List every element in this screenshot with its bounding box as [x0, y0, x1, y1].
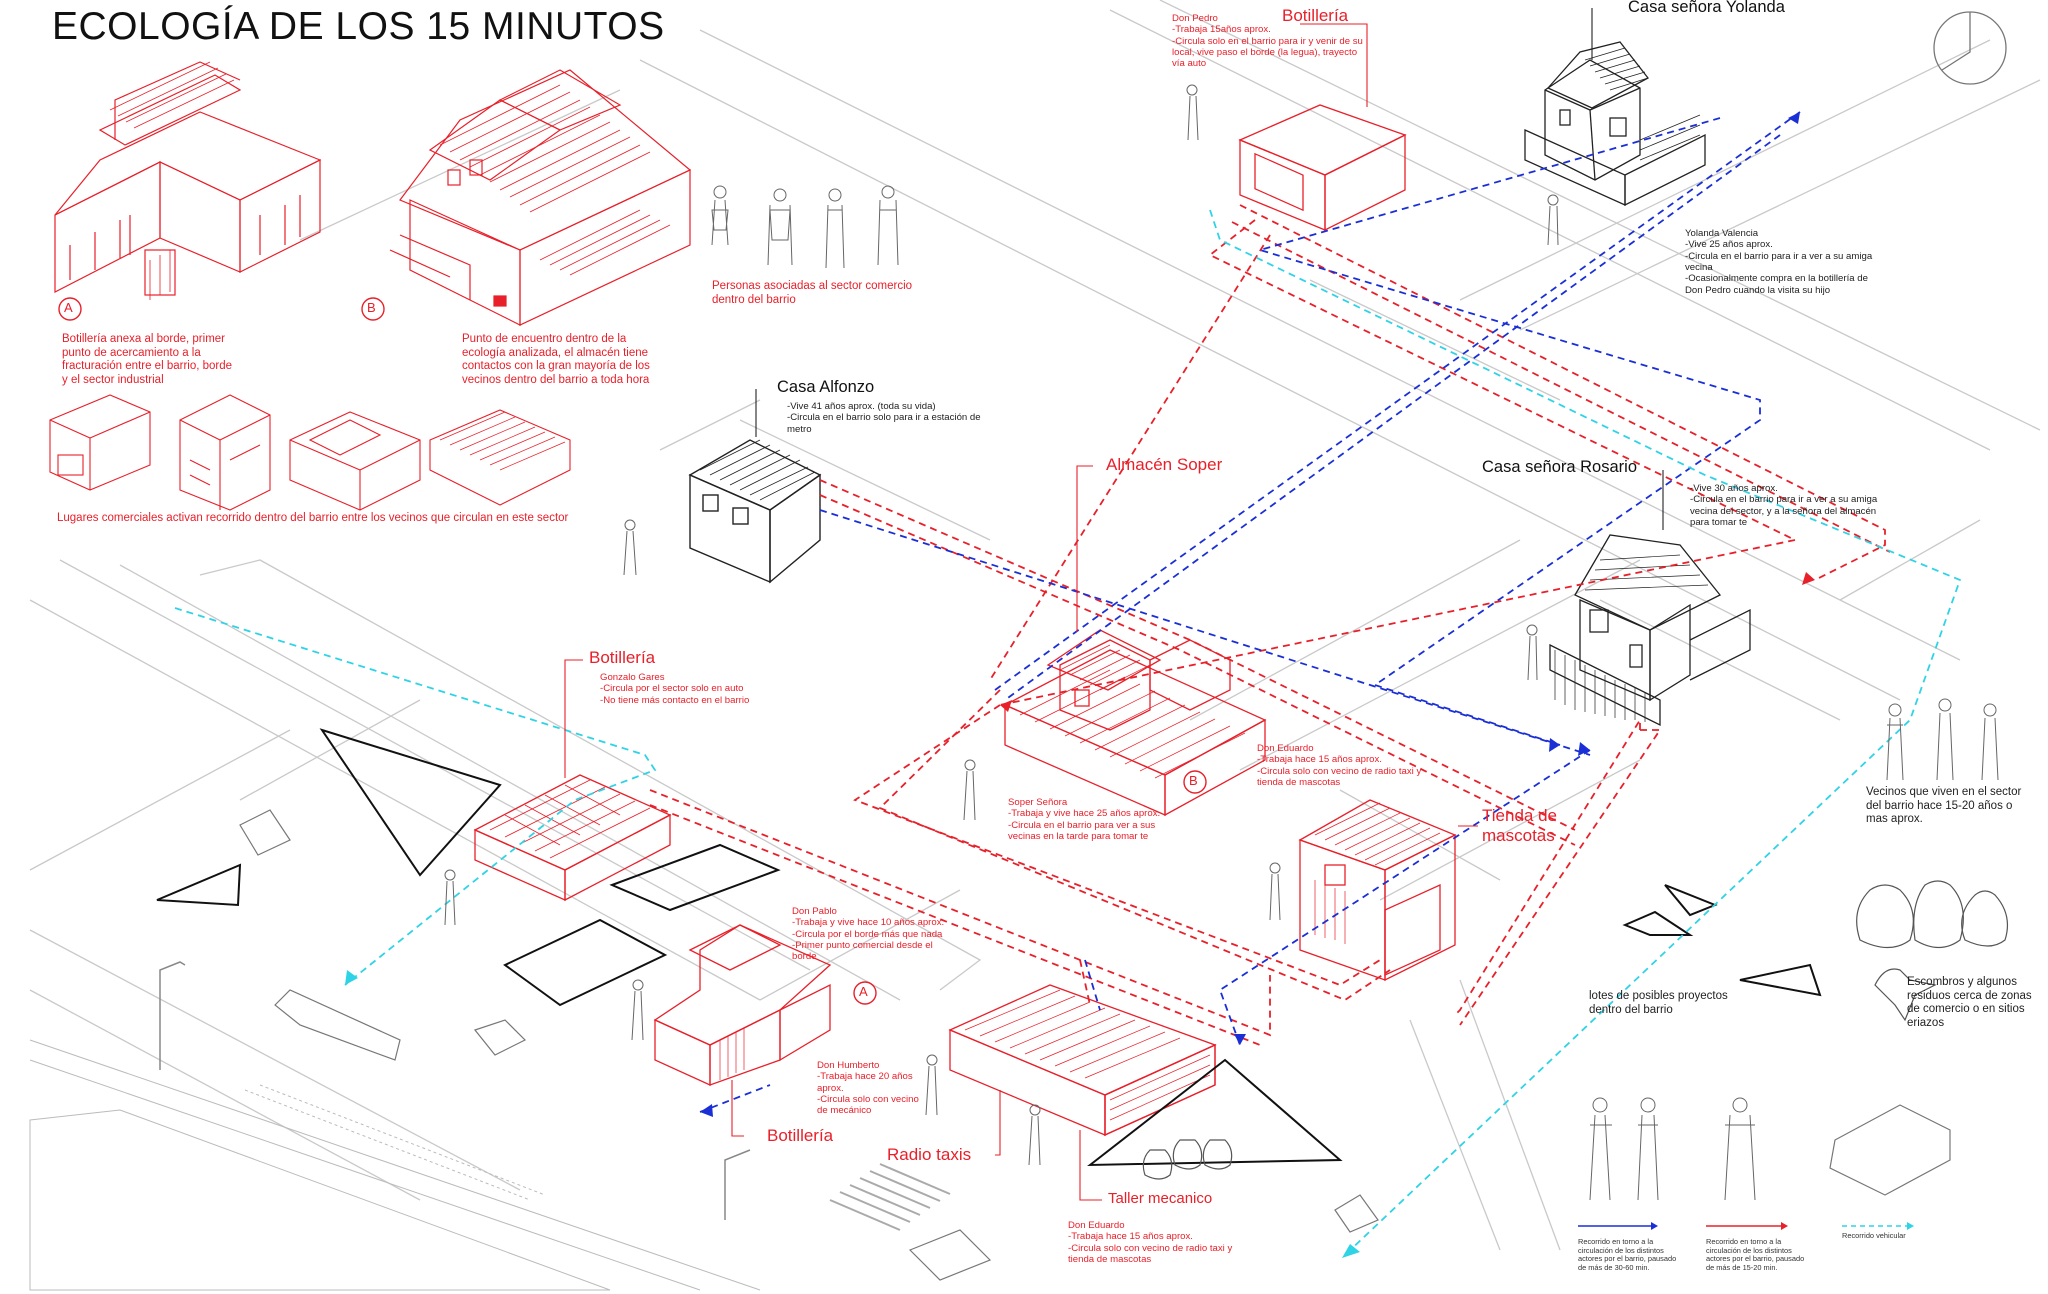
note-don-eduardo-bottom: Don Eduardo -Trabaja hace 15 años aprox.…: [1068, 1220, 1233, 1265]
building-botilleria-mid: [473, 774, 672, 902]
caption-lotes: lotes de posibles proyectos dentro del b…: [1589, 990, 1728, 1016]
building-almacen-soper: [1003, 629, 1267, 817]
caption-a: Botillería anexa al borde, primer punto …: [62, 333, 233, 386]
label-taller-mecanico: Taller mecanico: [1108, 1190, 1213, 1207]
compass-icon: [1933, 11, 2007, 85]
caption-lugares: Lugares comerciales activan recorrido de…: [57, 512, 569, 524]
leader-lines: [564, 8, 1664, 1201]
note-don-humberto: Don Humberto -Trabaja hace 20 años aprox…: [817, 1060, 919, 1117]
route-red: [649, 204, 1891, 1046]
building-tienda-mascotas: [1298, 799, 1457, 982]
building-casa-yolanda: [1524, 41, 1706, 207]
marker-a-ref: A: [64, 300, 73, 315]
building-botilleria-top: [1238, 104, 1407, 232]
building-casa-rosario: [1549, 534, 1751, 727]
caption-personas: Personas asociadas al sector comercio de…: [712, 280, 913, 306]
caption-escombros: Escombros y algunos residuos cerca de zo…: [1907, 976, 2032, 1029]
route-arrowheads: [345, 112, 1815, 1258]
building-b-reference: [389, 69, 692, 326]
legend-cyan: Recorrido vehicular: [1842, 1231, 1906, 1240]
people: [444, 84, 1999, 1201]
street-lines: [29, 0, 2041, 1251]
label-botilleria-bottom: Botillería: [767, 1126, 834, 1145]
note-don-eduardo-mid: Don Eduardo -Trabaja hace 15 años aprox.…: [1257, 743, 1422, 788]
note-gonzalo: Gonzalo Gares -Circula por el sector sol…: [600, 672, 750, 706]
pedestrian-crossing: [829, 1163, 951, 1231]
marker-a-map: A: [859, 984, 868, 999]
commercial-thumbnails: [49, 394, 571, 511]
marker-b-ref: B: [367, 300, 376, 315]
label-almacen-soper: Almacén Soper: [1106, 455, 1223, 474]
label-botilleria-top: Botillería: [1282, 6, 1349, 25]
legend-red: Recorrido en torno a la circulación de l…: [1706, 1237, 1805, 1272]
label-casa-yolanda: Casa señora Yolanda: [1628, 0, 1785, 16]
waste-bags: [1142, 880, 2008, 1180]
label-casa-alfonzo: Casa Alfonzo: [777, 378, 875, 396]
building-radio-taxis: [948, 984, 1217, 1137]
note-don-pedro: Don Pedro -Trabaja 15años aprox. -Circul…: [1172, 13, 1363, 70]
route-cyan: [174, 209, 1962, 1256]
caption-b: Punto de encuentro dentro de la ecología…: [462, 333, 650, 386]
markers: [58, 297, 1207, 1005]
note-don-pablo: Don Pablo -Trabaja y vive hace 10 años a…: [792, 906, 945, 963]
legend-arrows: [1578, 1222, 1914, 1230]
note-yolanda: Yolanda Valencia -Vive 25 años aprox. -C…: [1685, 228, 1873, 296]
note-soper: Soper Señora -Trabaja y vive hace 25 año…: [1008, 797, 1161, 842]
marker-b-map: B: [1189, 773, 1198, 788]
street-lamps: [159, 961, 751, 1220]
highway: [29, 1039, 761, 1291]
page-title: ECOLOGÍA DE LOS 15 MINUTOS: [52, 5, 665, 48]
building-botilleria-bottom: [653, 924, 832, 1087]
building-casa-alfonzo: [688, 439, 822, 584]
caption-vecinos: Vecinos que viven en el sector del barri…: [1866, 786, 2022, 826]
lot-polygons: [156, 728, 1822, 1167]
label-radio-taxis: Radio taxis: [887, 1145, 972, 1164]
label-tienda-mascotas: Tienda de mascotas: [1482, 806, 1557, 846]
note-alfonzo: -Vive 41 años aprox. (toda su vida) -Cir…: [787, 401, 981, 435]
vehicles: [239, 809, 1951, 1281]
legend-blue: Recorrido en torno a la circulación de l…: [1578, 1237, 1677, 1272]
label-botilleria-mid: Botillería: [589, 648, 656, 667]
label-casa-rosario: Casa señora Rosario: [1482, 458, 1637, 476]
note-rosario: -Vive 30 años aprox. -Circula en el barr…: [1690, 483, 1878, 528]
building-a-reference: [54, 61, 322, 300]
